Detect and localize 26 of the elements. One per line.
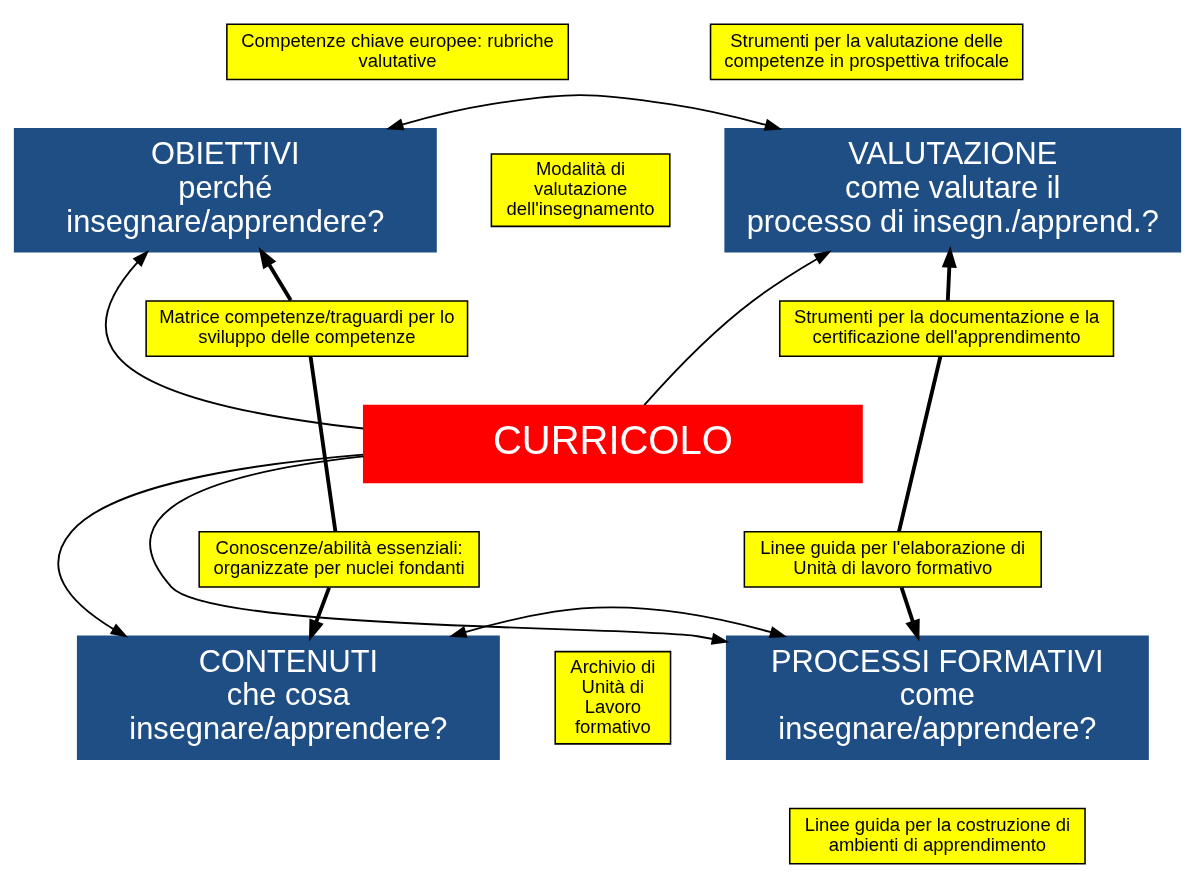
node-box: Competenze chiave europee: rubriche valutative	[226, 23, 570, 81]
arrow	[308, 586, 331, 642]
node-box: Matrice competenze/traguardi per lo sviluppo delle competenze	[145, 300, 469, 358]
arrow	[941, 246, 957, 301]
node-box: Conoscenze/abilità essenziali: organizzate per nuclei fondanti	[198, 530, 480, 588]
node-box: Modalità di valutazione dell'insegnamento	[490, 153, 671, 228]
arrow	[57, 453, 364, 638]
node-box: CURRICOLO	[362, 404, 863, 484]
node-box: Linee guida per la costruzione di ambienti di apprendimento	[788, 807, 1086, 865]
arrow	[105, 250, 365, 430]
node-box: OBIETTIVI perché insegnare/apprendere?	[13, 127, 437, 253]
node-box: Strumenti per la valutazione delle competenze in prospettiva trifocale	[709, 23, 1024, 81]
arrow	[643, 250, 832, 407]
arrow	[386, 94, 783, 131]
arrow	[449, 606, 788, 638]
node-box: PROCESSI FORMATIVI come insegnare/apprendere?	[725, 635, 1149, 761]
node-box: Strumenti per la documentazione e la certificazione dell'apprendimento	[778, 300, 1115, 358]
arrow	[149, 455, 730, 645]
connector	[308, 356, 338, 532]
node-box: VALUTAZIONE come valutare il processo di insegn./apprend.?	[724, 127, 1182, 253]
arrow	[899, 587, 920, 642]
node-box: CONTENUTI che cosa insegnare/apprendere?	[76, 635, 500, 761]
node-box: Linee guida per l'elaborazione di Unità di lavoro formativo	[743, 530, 1042, 588]
arrow	[258, 246, 293, 302]
node-box: Archivio di Unità di Lavoro formativo	[554, 650, 672, 745]
connector	[897, 356, 943, 532]
